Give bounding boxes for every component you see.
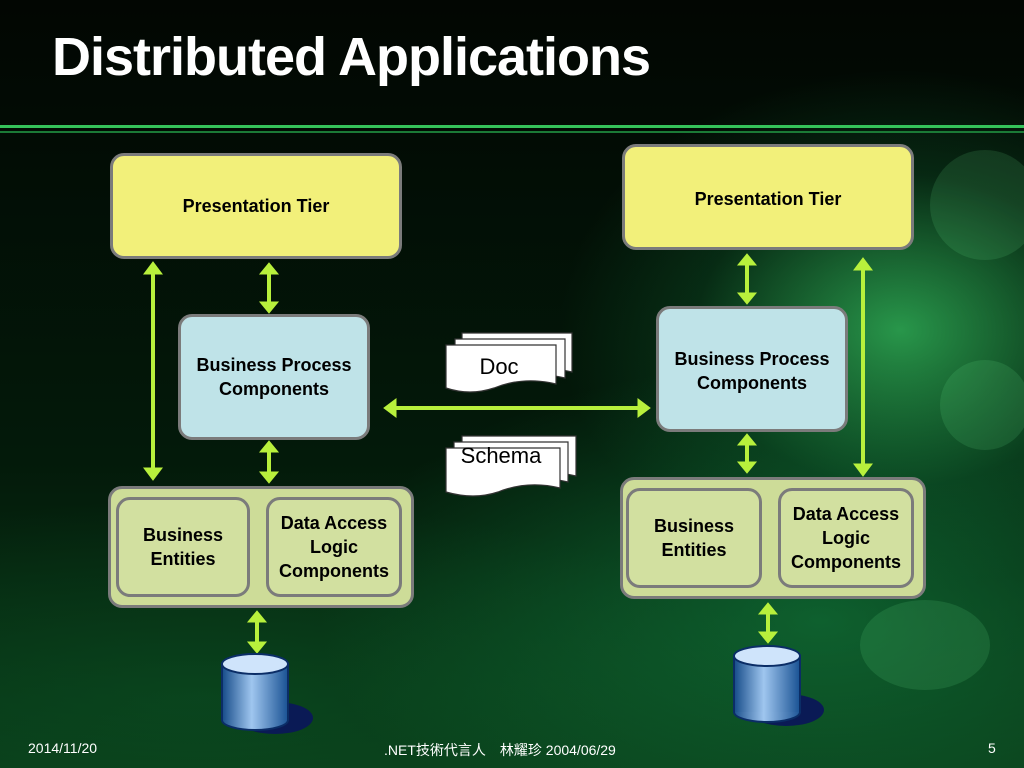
footer-date: 2014/11/20 bbox=[28, 740, 98, 756]
schema-label: Schema bbox=[460, 443, 542, 468]
right-data-access-label: Data Access Logic Components bbox=[791, 504, 901, 572]
left-database-icon bbox=[221, 653, 313, 734]
doc-label: Doc bbox=[479, 354, 519, 379]
left-presentation-tier: Presentation Tier bbox=[110, 153, 402, 259]
process-to-process-arrow bbox=[383, 398, 651, 418]
left-presentation-label: Presentation Tier bbox=[182, 196, 330, 216]
right-data-db-arrow bbox=[757, 602, 779, 644]
right-business-process: Business Process Components bbox=[656, 306, 848, 432]
right-business-entities: Business Entities bbox=[626, 488, 762, 588]
left-data-access-label: Data Access Logic Components bbox=[279, 513, 389, 581]
right-business-entities-label: Business Entities bbox=[653, 516, 735, 560]
left-business-entities: Business Entities bbox=[116, 497, 250, 597]
arrows bbox=[143, 253, 873, 654]
right-data-access: Data Access Logic Components bbox=[778, 488, 914, 588]
right-presentation-data-arrow bbox=[853, 257, 873, 477]
footer-page-number: 5 bbox=[988, 740, 996, 756]
left-data-db-arrow bbox=[246, 610, 268, 654]
right-process-data-arrow bbox=[736, 433, 758, 474]
footer-center-text: .NET技術代言人 林耀珍 2004/06/29 bbox=[384, 742, 616, 758]
left-business-entities-label: Business Entities bbox=[142, 525, 224, 569]
background-bokeh bbox=[940, 360, 1024, 450]
title-divider bbox=[0, 125, 1024, 128]
right-database-icon bbox=[733, 645, 824, 726]
background-bokeh bbox=[860, 600, 990, 690]
background-bokeh bbox=[930, 150, 1024, 260]
left-business-process: Business Process Components bbox=[178, 314, 370, 440]
slide-title: Distributed Applications bbox=[52, 27, 651, 87]
schema-stack-icon bbox=[445, 435, 577, 497]
doc-stack-icon bbox=[445, 332, 573, 393]
right-presentation-tier: Presentation Tier bbox=[622, 144, 914, 250]
left-process-data-arrow bbox=[258, 440, 280, 484]
left-data-access: Data Access Logic Components bbox=[266, 497, 402, 597]
right-presentation-process-arrow bbox=[736, 253, 758, 305]
left-presentation-data-arrow bbox=[143, 261, 163, 481]
right-business-process-label: Business Process Components bbox=[674, 349, 830, 393]
left-presentation-process-arrow bbox=[258, 262, 280, 314]
right-presentation-label: Presentation Tier bbox=[694, 189, 842, 209]
title-divider-shadow bbox=[0, 131, 1024, 133]
left-business-process-label: Business Process Components bbox=[196, 355, 352, 399]
